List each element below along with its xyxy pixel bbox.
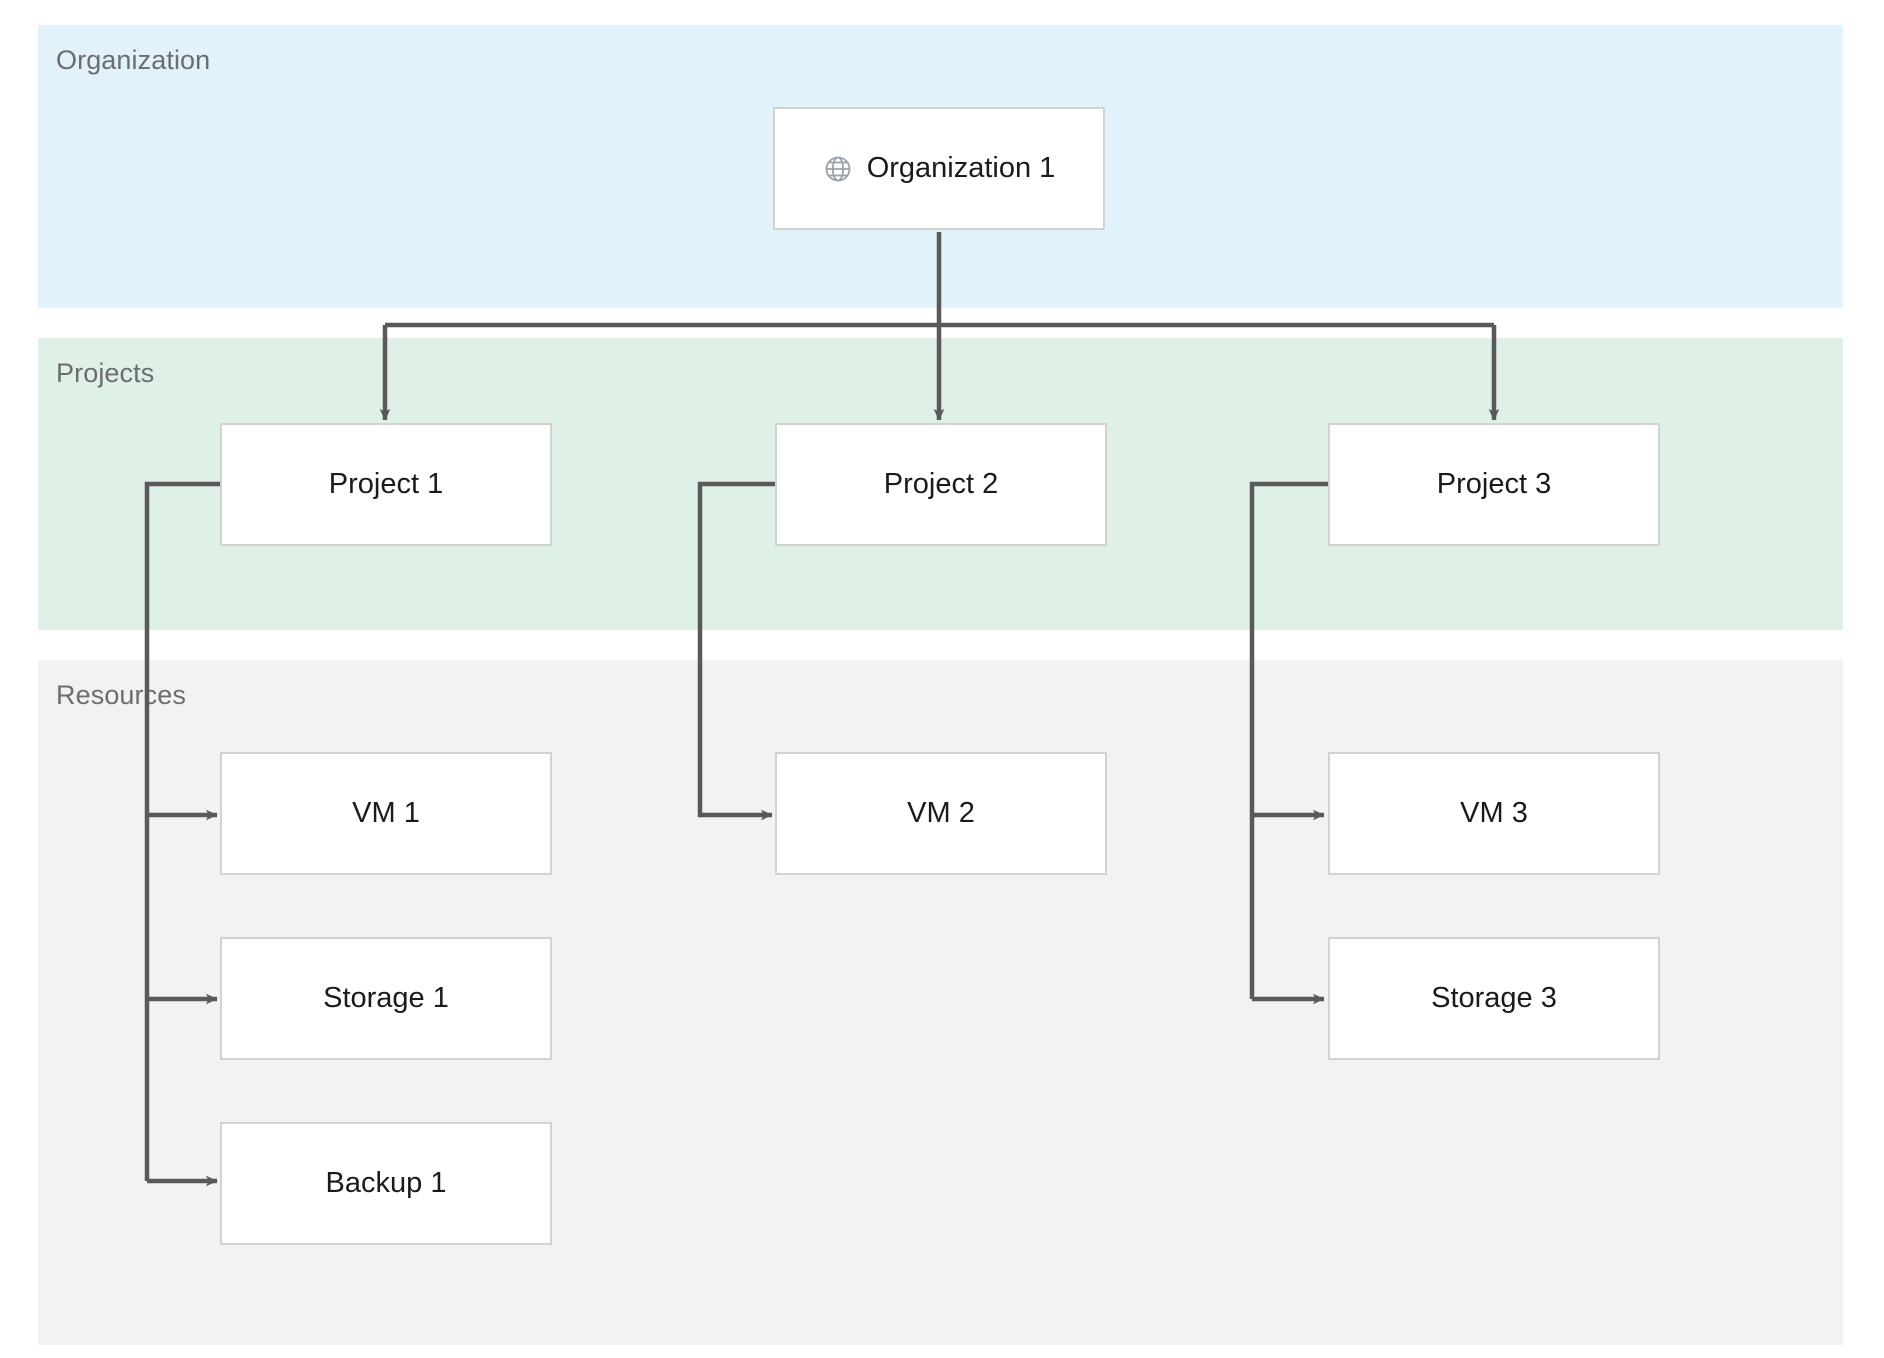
node-label: VM 1 xyxy=(352,797,420,829)
node-label: Project 1 xyxy=(328,468,444,500)
node-backup-1[interactable]: Backup 1 xyxy=(220,1122,552,1245)
node-vm-3[interactable]: VM 3 xyxy=(1328,752,1660,875)
node-label: VM 3 xyxy=(1460,797,1528,829)
globe-icon xyxy=(823,154,853,184)
node-project-3[interactable]: Project 3 xyxy=(1328,423,1660,546)
node-storage-1[interactable]: Storage 1 xyxy=(220,937,552,1060)
node-label: Project 3 xyxy=(1436,468,1552,500)
node-label: VM 2 xyxy=(907,797,975,829)
node-project-2[interactable]: Project 2 xyxy=(775,423,1107,546)
node-vm-1[interactable]: VM 1 xyxy=(220,752,552,875)
node-label: Storage 1 xyxy=(323,982,449,1014)
node-project-1[interactable]: Project 1 xyxy=(220,423,552,546)
node-label: Project 2 xyxy=(883,468,999,500)
swimlane-label-projects: Projects xyxy=(56,358,155,388)
node-storage-3[interactable]: Storage 3 xyxy=(1328,937,1660,1060)
swimlane-label-resources: Resources xyxy=(56,680,186,710)
node-label: Backup 1 xyxy=(325,1167,447,1199)
node-label: Organization 1 xyxy=(866,152,1056,184)
node-vm-2[interactable]: VM 2 xyxy=(775,752,1107,875)
node-organization-1[interactable]: Organization 1 xyxy=(773,107,1105,230)
swimlane-label-organization: Organization xyxy=(56,45,211,75)
node-label: Storage 3 xyxy=(1431,982,1557,1014)
